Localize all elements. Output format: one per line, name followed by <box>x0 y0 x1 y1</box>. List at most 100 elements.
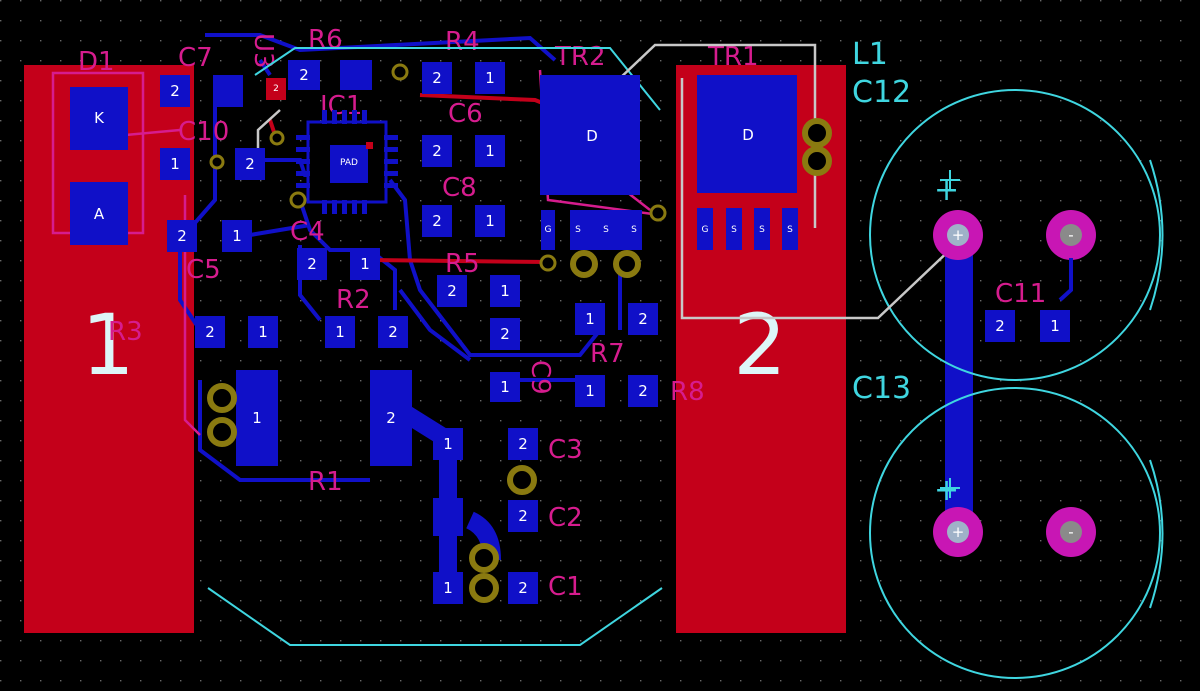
via-2[interactable] <box>207 417 237 447</box>
c7-pad-2[interactable] <box>160 75 190 107</box>
r7-pad-1-number: 1 <box>585 310 595 328</box>
c13-minus-hole <box>1060 521 1082 543</box>
r5-pad-2[interactable] <box>437 275 467 307</box>
c1-pad-1[interactable] <box>433 572 463 604</box>
svg-text:R1: R1 <box>308 467 343 497</box>
c10-pad-2-number: 2 <box>245 155 255 173</box>
svg-text:C4: C4 <box>290 217 325 247</box>
tr1-pin-s1[interactable] <box>726 208 742 250</box>
r7-pad-2[interactable] <box>628 303 658 335</box>
via-10[interactable] <box>391 63 409 81</box>
c12-plus-pin-label: + <box>952 226 965 244</box>
r7-pad-1[interactable] <box>575 303 605 335</box>
svg-text:R8: R8 <box>670 377 705 407</box>
c3-pad-2[interactable] <box>508 428 538 460</box>
c8-pad-2[interactable] <box>422 205 452 237</box>
c4-pad-2[interactable] <box>297 248 327 280</box>
r3-pad-1[interactable] <box>248 316 278 348</box>
via-4[interactable] <box>469 543 499 573</box>
tr1-pin-g[interactable] <box>697 208 713 250</box>
c13-plus-sign: + <box>934 473 959 508</box>
c10-pad-2[interactable] <box>235 148 265 180</box>
via-5[interactable] <box>469 573 499 603</box>
u3-pad-2-number: 2 <box>299 66 309 84</box>
top-small-pad-number: 2 <box>273 84 279 94</box>
bottom-silk-text: D1 C7 U3 R6 R4 TR2 TR1 C10 IC1 C6 C8 C4 … <box>78 25 1046 602</box>
r1-pad-2-number: 2 <box>386 409 396 427</box>
c6-pad-1-number: 1 <box>485 142 495 160</box>
c10-pad-1-number: 1 <box>170 155 180 173</box>
c2-pad-2[interactable] <box>508 500 538 532</box>
c3-pad-1[interactable] <box>433 428 463 460</box>
svg-text:R6: R6 <box>308 25 343 55</box>
r1-pad-1[interactable] <box>236 370 278 466</box>
via-1[interactable] <box>207 383 237 413</box>
r8-pad-2[interactable] <box>628 375 658 407</box>
tr1-drain-pad[interactable] <box>697 75 797 193</box>
via-6[interactable] <box>570 250 598 278</box>
c2-pad-1[interactable] <box>433 498 463 536</box>
svg-text:C2: C2 <box>548 503 583 533</box>
via-8[interactable] <box>802 118 832 148</box>
tr1-pin-s3[interactable] <box>782 208 798 250</box>
left-region-label: 1 <box>81 296 134 394</box>
via-15[interactable] <box>269 130 285 146</box>
r8-pad-1[interactable] <box>575 375 605 407</box>
via-3[interactable] <box>507 465 537 495</box>
u3-pad-1[interactable] <box>340 60 372 90</box>
c6-pad-1[interactable] <box>475 135 505 167</box>
r3-pad-1-number: 1 <box>258 323 268 341</box>
tr2-pin-g-label: G <box>545 225 552 235</box>
c10-pad-1[interactable] <box>160 148 190 180</box>
via-13[interactable] <box>539 254 557 272</box>
c11-pad-2[interactable] <box>985 310 1015 342</box>
c12-minus-pin-label: - <box>1068 226 1073 244</box>
r1-pad-1-number: 1 <box>252 409 262 427</box>
tr2-drain-pad[interactable] <box>540 75 640 195</box>
r8-pad-2-number: 2 <box>638 382 648 400</box>
tr2-source-bar[interactable] <box>570 210 642 250</box>
top-small-pad[interactable] <box>266 78 286 100</box>
r5-pad-1[interactable] <box>490 275 520 307</box>
c9-pad-1[interactable] <box>490 372 520 402</box>
tr2-pin-s3-label: S <box>631 225 637 235</box>
r2-pad-2-number: 2 <box>388 323 398 341</box>
via-12[interactable] <box>289 191 307 209</box>
r2-pad-1[interactable] <box>325 316 355 348</box>
c5-pad-2-number: 2 <box>177 227 187 245</box>
u3-pad-2[interactable] <box>288 60 320 90</box>
via-14[interactable] <box>649 204 667 222</box>
c5-pad-1[interactable] <box>222 220 252 252</box>
diode-k-label: K <box>94 109 105 127</box>
via-11[interactable] <box>209 154 225 170</box>
c6-pad-2[interactable] <box>422 135 452 167</box>
diode-a-pad[interactable] <box>70 182 128 245</box>
svg-text:R3: R3 <box>108 317 143 347</box>
c1-pad-2-number: 2 <box>518 579 528 597</box>
c4-pad-2-number: 2 <box>307 255 317 273</box>
r4-pad-2[interactable] <box>422 62 452 94</box>
c1-pad-2[interactable] <box>508 572 538 604</box>
tr1-pin-s2[interactable] <box>754 208 770 250</box>
tr2-pin-g[interactable] <box>541 210 555 250</box>
r2-pad-2[interactable] <box>378 316 408 348</box>
diode-a-label: A <box>94 205 105 223</box>
c9-pad-2[interactable] <box>490 318 520 350</box>
via-7[interactable] <box>613 250 641 278</box>
r1-pad-2[interactable] <box>370 370 412 466</box>
c6-pad-2-number: 2 <box>432 142 442 160</box>
c11-pad-1[interactable] <box>1040 310 1070 342</box>
diode-k-pad[interactable] <box>70 87 128 150</box>
c8-pad-1[interactable] <box>475 205 505 237</box>
via-9[interactable] <box>802 146 832 176</box>
r8-pad-1-number: 1 <box>585 382 595 400</box>
c4-pad-1[interactable] <box>350 248 380 280</box>
svg-text:R2: R2 <box>336 285 371 315</box>
ic1-footprint[interactable] <box>296 110 398 214</box>
c7-pad-1[interactable] <box>213 75 243 107</box>
c13-minus-pin-label: - <box>1068 523 1073 541</box>
c11-pad-1-number: 1 <box>1050 317 1060 335</box>
r3-pad-2[interactable] <box>195 316 225 348</box>
r4-pad-1[interactable] <box>475 62 505 94</box>
c5-pad-2[interactable] <box>167 220 197 252</box>
